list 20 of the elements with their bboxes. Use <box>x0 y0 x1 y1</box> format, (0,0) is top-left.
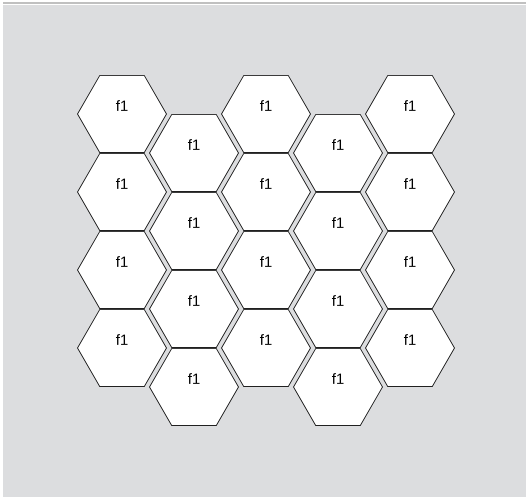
hexagon-cell: f1 <box>365 231 455 309</box>
hexagon-cell: f1 <box>77 153 167 231</box>
hexagon-cell: f1 <box>293 192 383 270</box>
hexagon-cell: f1 <box>221 75 311 153</box>
hexagon-cell: f1 <box>293 348 383 426</box>
hexagon-cell: f1 <box>77 231 167 309</box>
hexagon-cell: f1 <box>149 114 239 192</box>
hexagon-cell: f1 <box>149 192 239 270</box>
hexagon-cell: f1 <box>293 114 383 192</box>
hexagon-cell: f1 <box>77 309 167 387</box>
hexagon-cell: f1 <box>365 75 455 153</box>
hexagon-cell: f1 <box>365 153 455 231</box>
hexagon-cell: f1 <box>77 75 167 153</box>
hexagon-cell: f1 <box>221 231 311 309</box>
hexagon-cell: f1 <box>149 348 239 426</box>
hexagon-cell: f1 <box>221 153 311 231</box>
hexagon-cell: f1 <box>221 309 311 387</box>
hexagon-cell: f1 <box>149 270 239 348</box>
hexagon-cell: f1 <box>293 270 383 348</box>
hexagon-cell: f1 <box>365 309 455 387</box>
